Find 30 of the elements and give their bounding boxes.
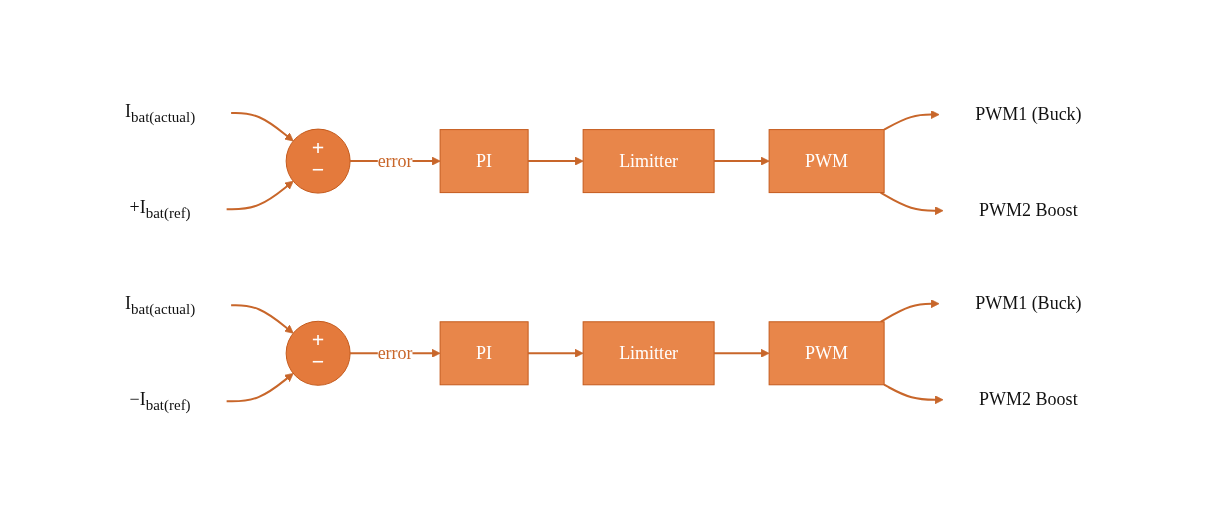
arrow	[879, 299, 940, 323]
node-box: PI	[439, 128, 529, 193]
node-text: −I$_{bat(ref)}$	[129, 389, 191, 413]
edge-label: error	[377, 342, 413, 363]
node-box: Limitter	[582, 128, 715, 193]
node-text: PWM2 Boost	[978, 200, 1078, 220]
node-box: PI	[439, 321, 529, 386]
arrow	[225, 180, 294, 210]
arrow	[229, 304, 294, 334]
node-text: I$_{bat(actual)}$	[124, 100, 195, 125]
arrow	[882, 110, 940, 131]
node-text: PWM2 Boost	[978, 389, 1078, 410]
edge-label: error	[377, 150, 413, 171]
node-text: PWM1 (Buck)	[974, 293, 1082, 313]
arrow	[229, 111, 294, 142]
node-text: PWM1 (Buck)	[974, 103, 1082, 124]
node-circle: + −	[285, 128, 351, 194]
node-box: PWM	[768, 321, 885, 386]
arrow	[526, 156, 584, 166]
node-text: I$_{bat(actual)}$	[124, 293, 195, 317]
node-text: +I$_{bat(ref)}$	[129, 196, 191, 221]
arrow	[712, 348, 770, 358]
node-box: PWM	[768, 128, 885, 193]
arrow	[225, 372, 294, 403]
arrow	[882, 383, 944, 404]
arrow	[712, 156, 770, 166]
node-box: Limitter	[582, 321, 715, 386]
arrow	[526, 348, 584, 358]
arrow	[879, 191, 944, 215]
node-circle: + −	[285, 320, 351, 386]
